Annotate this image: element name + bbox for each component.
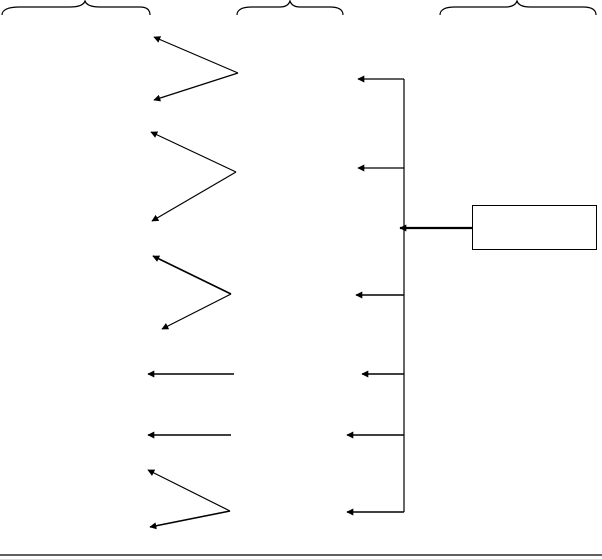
- fan-3-arrow-up: [152, 255, 232, 295]
- fan-group-3: [152, 255, 232, 330]
- fan-group-1: [153, 36, 239, 102]
- fan-group-4: [147, 469, 231, 530]
- brace-column-left: [1, 0, 151, 16]
- fan-2-arrow-up: [150, 131, 237, 173]
- fan-1-arrow-down: [153, 72, 239, 102]
- brace-column-right: [439, 0, 597, 16]
- brace-column-middle: [236, 0, 344, 16]
- fan-4-arrow-up: [147, 469, 231, 512]
- fan-group-2: [150, 131, 237, 222]
- fan-4-arrow-down: [149, 510, 231, 530]
- fan-3-arrow-down: [161, 293, 232, 330]
- fan-1-arrow-up: [153, 36, 239, 74]
- source-box: [472, 205, 597, 250]
- fan-2-arrow-down: [151, 171, 237, 222]
